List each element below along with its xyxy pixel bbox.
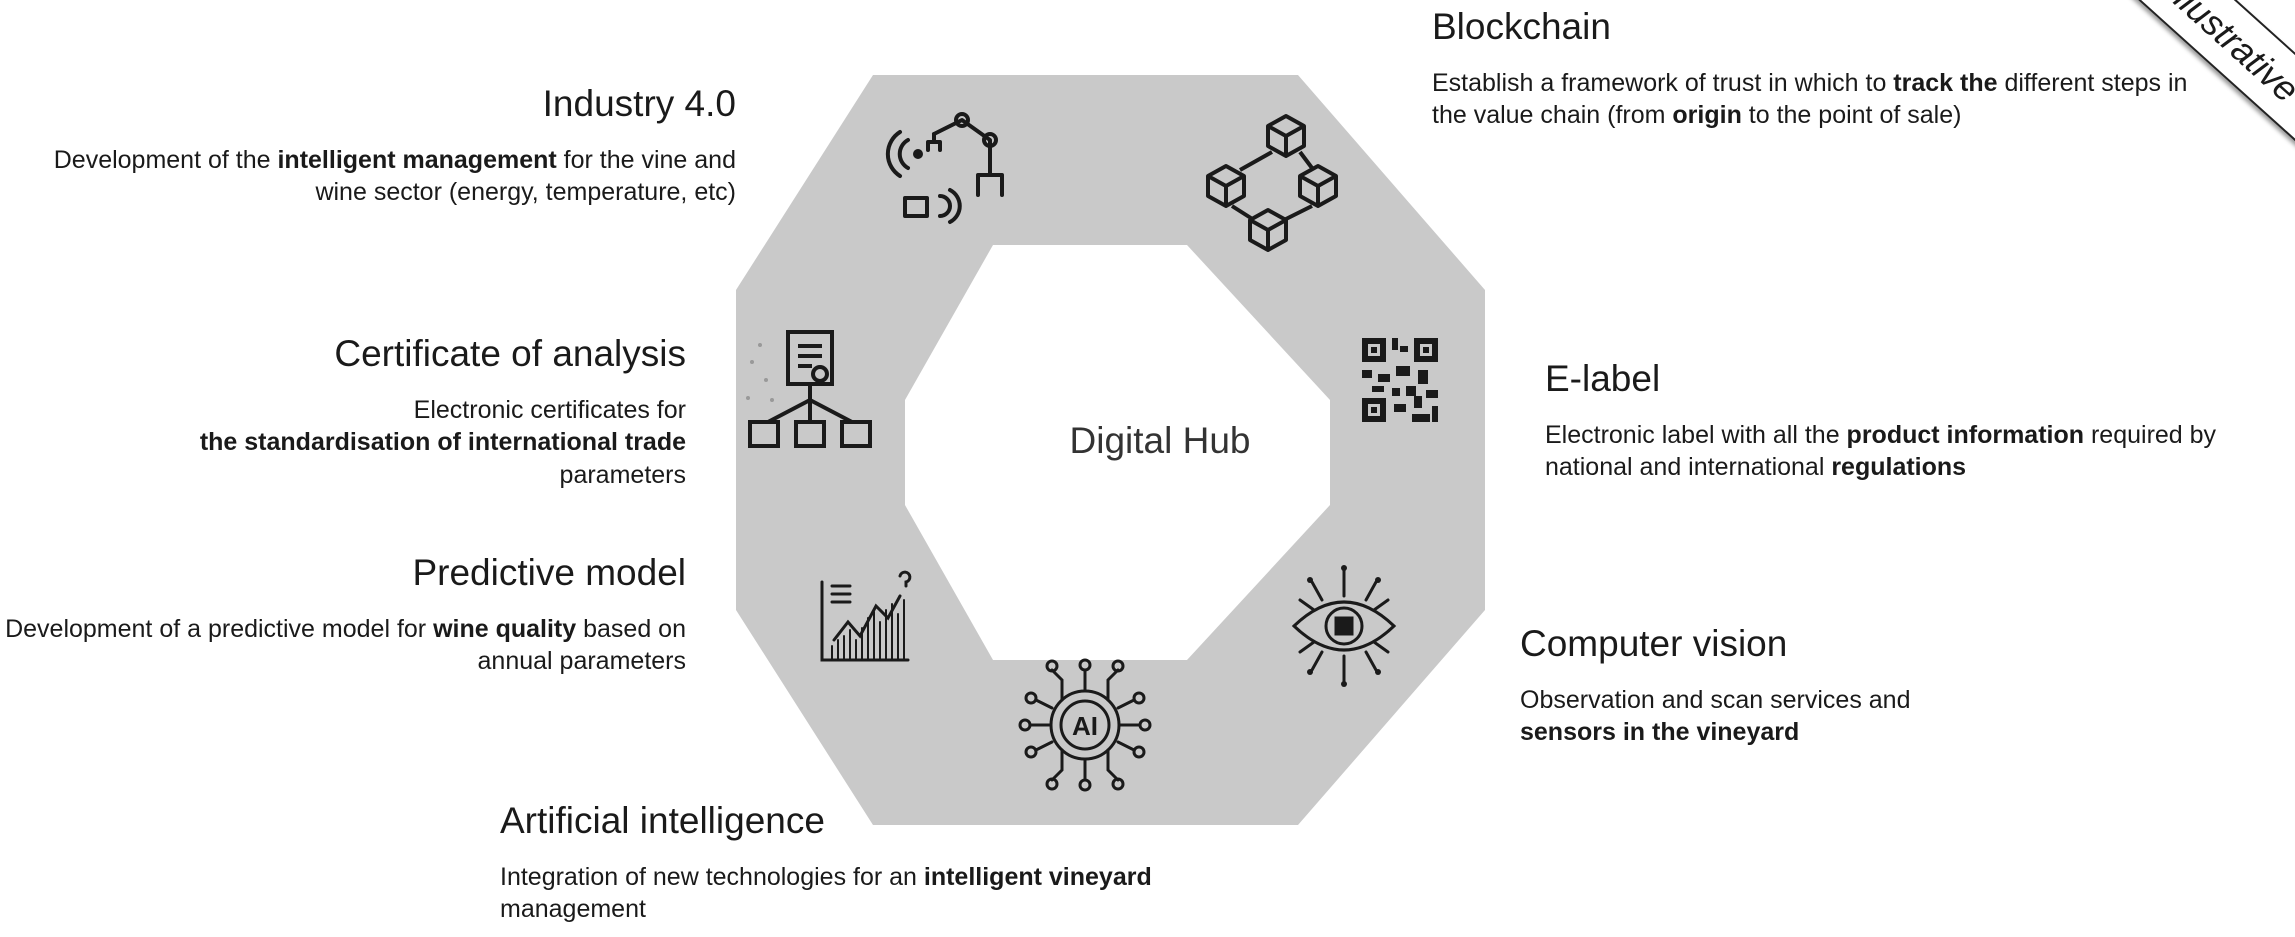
section-description: Integration of new technologies for an i… <box>500 862 1152 924</box>
section-blockchain: Blockchain Establish a framework of trus… <box>1432 6 2202 132</box>
section-title: Blockchain <box>1432 6 1611 47</box>
section-description: Development of a predictive model for wi… <box>5 614 686 676</box>
hub-label: Digital Hub <box>1069 420 1251 461</box>
section-ai: Artificial intelligence Integration of n… <box>500 800 1200 926</box>
section-description: Establish a framework of trust in which … <box>1432 68 2188 130</box>
blockchain-cubes-icon <box>1206 114 1338 252</box>
section-certificate: Certificate of analysis Electronic certi… <box>80 333 686 491</box>
section-title: Industry 4.0 <box>542 83 736 124</box>
section-predictive: Predictive model Development of a predic… <box>0 552 686 678</box>
svg-text:AI: AI <box>1072 711 1098 741</box>
eye-chip-icon <box>1291 565 1397 687</box>
section-title: Artificial intelligence <box>500 800 825 841</box>
section-description: Development of the intelligent managemen… <box>53 145 736 207</box>
section-industry: Industry 4.0 Development of the intellig… <box>20 83 736 209</box>
section-title: Computer vision <box>1520 623 1788 664</box>
section-title: Predictive model <box>412 552 686 593</box>
chart-trend-icon <box>820 570 912 662</box>
section-vision: Computer vision Observation and scan ser… <box>1520 623 2120 749</box>
ai-chip-icon: AI <box>1018 658 1152 792</box>
certificate-hierarchy-icon <box>746 330 872 448</box>
robot-arm-icon <box>885 112 1004 224</box>
section-title: Certificate of analysis <box>334 333 686 374</box>
section-elabel: E-label Electronic label with all the pr… <box>1545 358 2295 484</box>
octagon-ring <box>736 75 1485 825</box>
section-description: Electronic label with all the product in… <box>1545 420 2217 482</box>
qr-code-icon <box>1362 338 1438 422</box>
section-title: E-label <box>1545 358 1661 399</box>
